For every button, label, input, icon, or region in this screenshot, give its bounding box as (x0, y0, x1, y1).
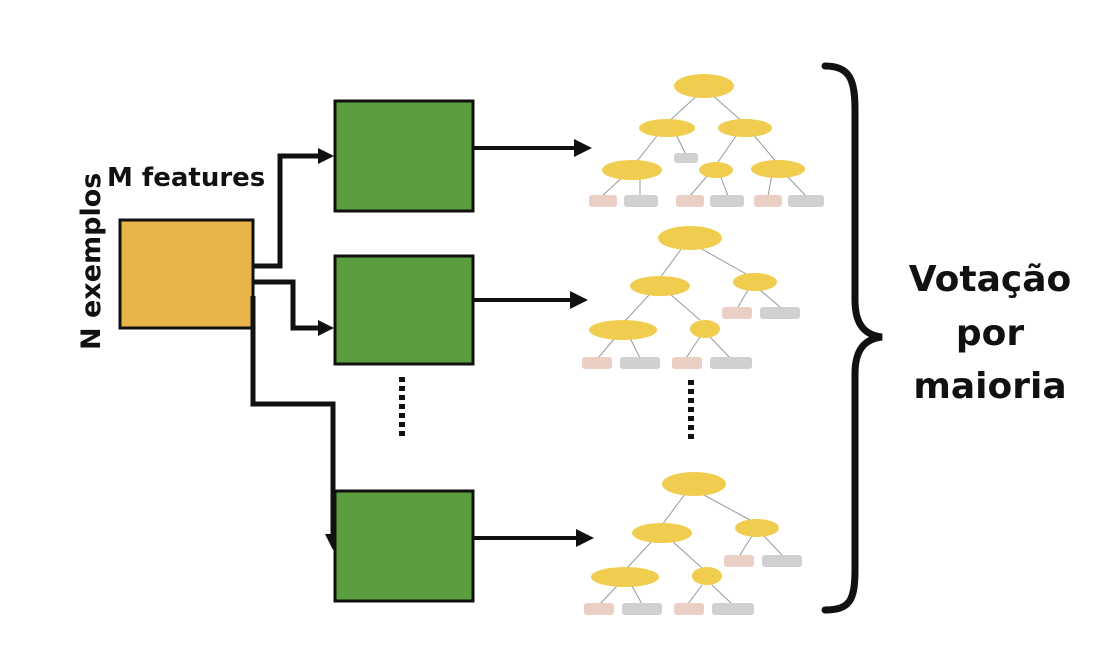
tree-2-root-node (658, 226, 722, 250)
arrowhead-tree-1 (574, 139, 592, 157)
tree-3-leaf (674, 603, 704, 615)
vote-label-line-2: por (956, 313, 1025, 354)
tree-3-leaf (724, 555, 754, 567)
tree-1-leaf (788, 195, 824, 207)
tree-1-node (699, 162, 733, 178)
tree-1-node (639, 119, 695, 137)
decision-tree-3 (584, 472, 802, 615)
tree-1-node (602, 160, 662, 180)
subset-box-3 (333, 489, 475, 603)
subset-box-2 (333, 254, 475, 366)
tree-2-node (589, 320, 657, 340)
curly-brace (821, 62, 883, 614)
dataset-connectors (250, 153, 336, 537)
tree-3-node (735, 519, 779, 537)
tree-2-edges (597, 247, 781, 359)
subset-box-1 (333, 99, 475, 213)
tree-1-leaf (676, 195, 704, 207)
tree-2-node (630, 276, 690, 296)
tree-2-node (690, 320, 720, 338)
tree-1-leaf (754, 195, 782, 207)
vote-label-line-3: maioria (913, 366, 1066, 407)
tree-1-leaf (624, 195, 658, 207)
tree-3-leaf (584, 603, 614, 615)
tree-1-node (718, 119, 772, 137)
tree-3-edges (599, 493, 783, 605)
ellipsis-dots-subsets (399, 377, 405, 436)
tree-3-leaf (712, 603, 754, 615)
tree-3-node (692, 567, 722, 585)
dataset-box (118, 218, 255, 330)
connector-subset-1 (253, 153, 322, 269)
tree-3-node (632, 523, 692, 543)
tree-2-leaf (722, 307, 752, 319)
tree-2-node (733, 273, 777, 291)
arrowhead-subset-2 (318, 320, 334, 336)
tree-2-leaf (710, 357, 752, 369)
tree-3-leaf (762, 555, 802, 567)
tree-1-leaf (710, 195, 744, 207)
ellipsis-dots-trees (688, 380, 694, 439)
connector-subset-3 (250, 296, 336, 537)
vote-label-line-1: Votação (909, 259, 1072, 300)
tree-1-root-node (674, 74, 734, 98)
tree-2-leaf (760, 307, 800, 319)
tree-2-leaf (620, 357, 660, 369)
decision-tree-2 (582, 226, 800, 369)
tree-1-edges (601, 92, 807, 197)
decision-tree-1 (589, 74, 824, 207)
arrowhead-tree-3 (576, 529, 594, 547)
m-features-label: M features (107, 163, 265, 193)
tree-2-leaf (582, 357, 612, 369)
tree-3-node (591, 567, 659, 587)
connector-subset-2 (253, 279, 322, 331)
tree-1-leaf (589, 195, 617, 207)
tree-3-root-node (662, 472, 726, 496)
tree-1-leaf (674, 153, 698, 163)
subset-to-tree-arrows (473, 146, 578, 540)
tree-3-leaf (622, 603, 662, 615)
n-exemplos-label: N exemplos (76, 173, 107, 350)
tree-1-node (751, 160, 805, 178)
arrowhead-tree-2 (570, 291, 588, 309)
arrowhead-subset-1 (318, 148, 334, 164)
tree-2-leaf (672, 357, 702, 369)
